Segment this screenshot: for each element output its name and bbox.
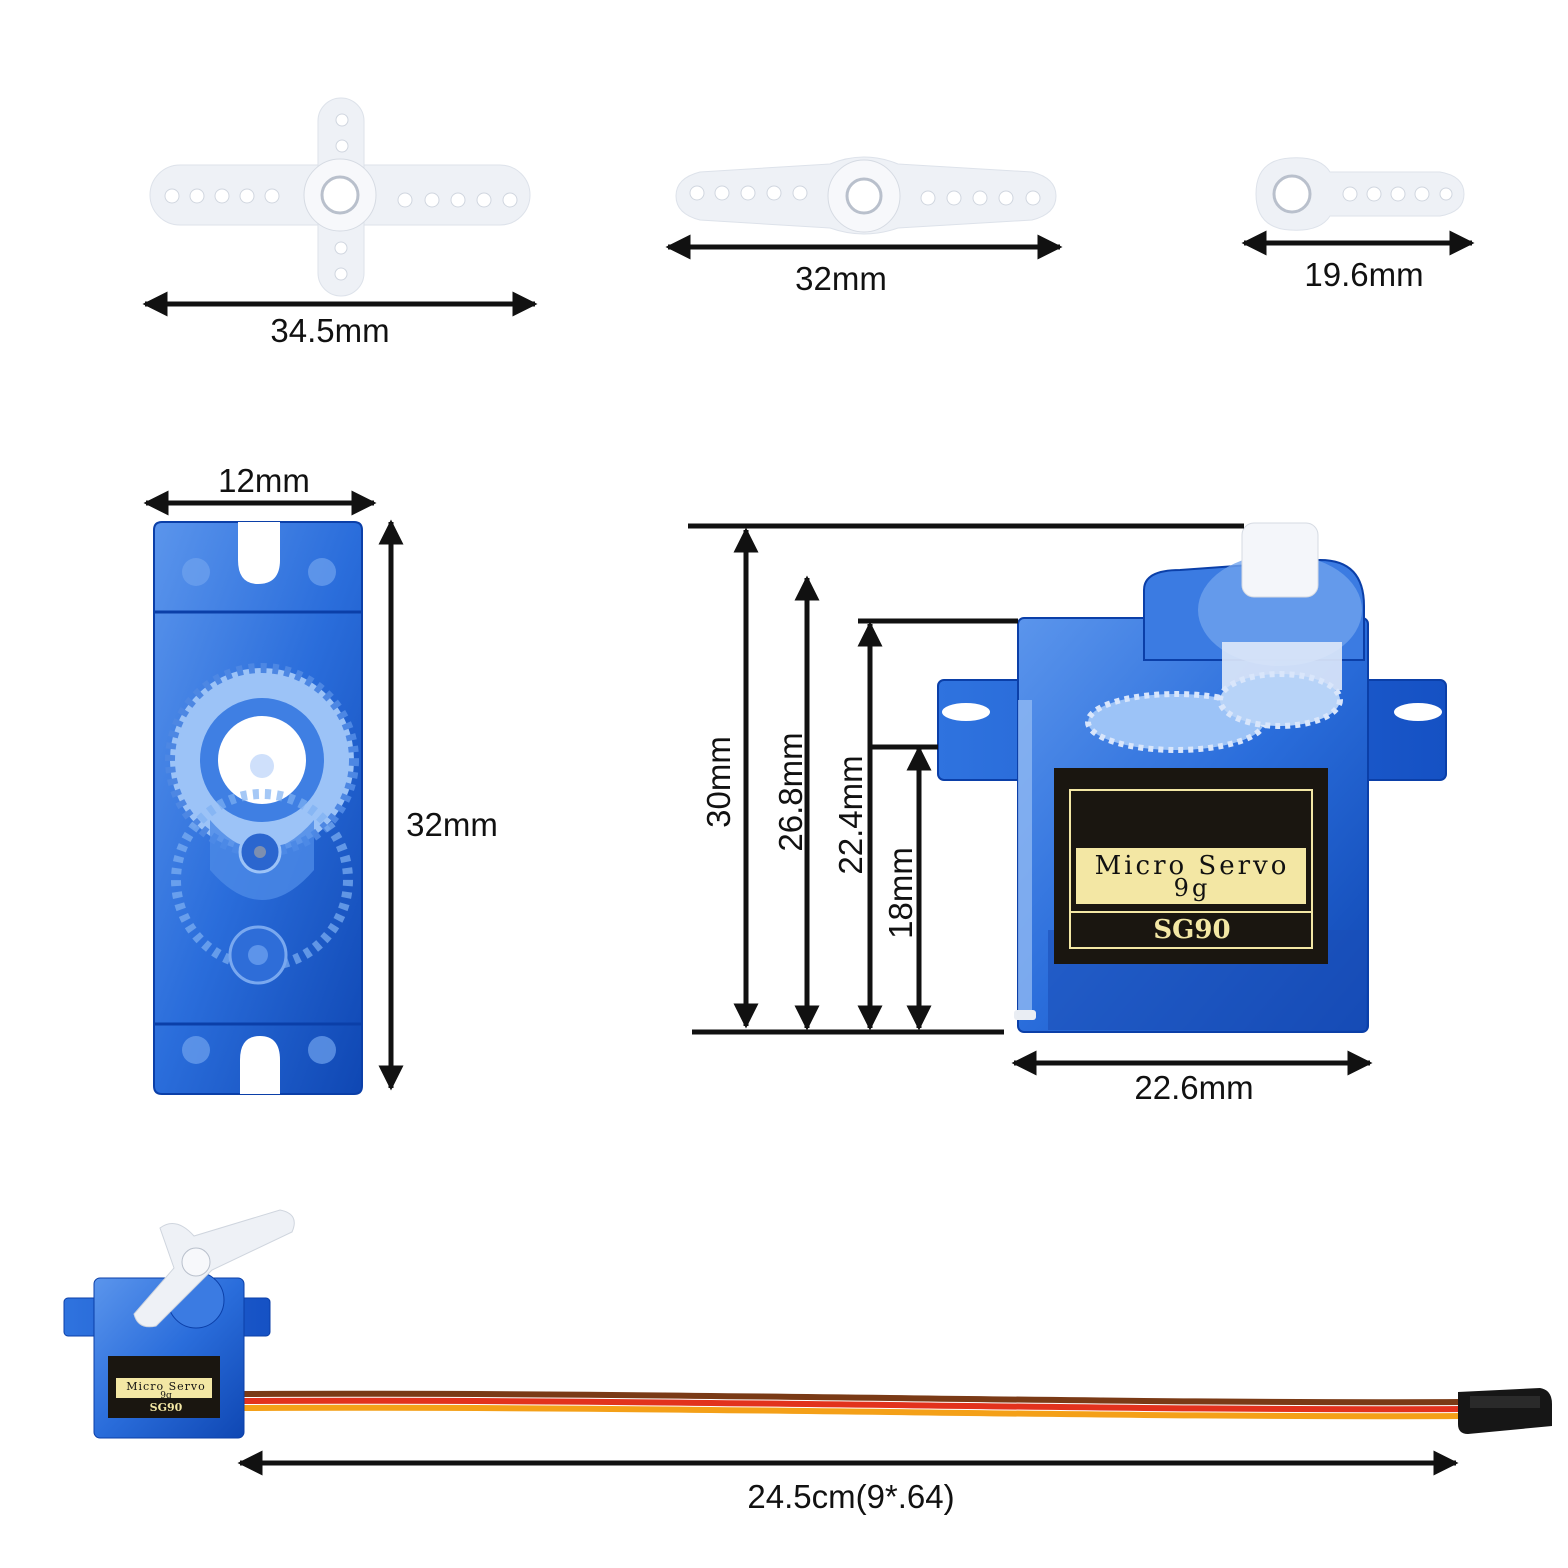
dimension-label-front-height: 32mm (406, 806, 498, 843)
small-servo-label-line1: Micro Servo (126, 1380, 205, 1393)
dimension-label-body-height: 26.8mm (772, 732, 809, 851)
dimension-label-total-height: 30mm (700, 736, 737, 828)
small-servo-label-line2: 9g (160, 1391, 172, 1401)
dimension-label-horn-cross: 34.5mm (270, 312, 389, 349)
double-horn (675, 156, 1057, 235)
cross-horn (149, 97, 531, 297)
dimension-label-base-to-tab: 18mm (882, 847, 919, 939)
dimension-label-tab-height: 22.4mm (832, 755, 869, 874)
single-horn (1255, 157, 1465, 231)
dimension-label-side-width: 22.6mm (1134, 1069, 1253, 1106)
dimension-label-horn-double: 32mm (795, 260, 887, 297)
servo-front-view (153, 521, 363, 1095)
dimension-label-horn-single: 19.6mm (1304, 256, 1423, 293)
small-servo-model-label: SG90 (150, 1401, 183, 1414)
servo-with-cable: Micro Servo 9g SG90 (63, 1209, 1552, 1439)
servo-label-line1: Micro Servo (1095, 851, 1290, 881)
servo-label-line2: 9g (1174, 874, 1211, 902)
servo-model-label: SG90 (1153, 915, 1230, 945)
dimension-label-front-width: 12mm (218, 462, 310, 499)
dimension-label-cable-length: 24.5cm(9*.64) (747, 1478, 954, 1515)
servo-side-view: Micro Servo 9g SG90 (937, 522, 1447, 1033)
